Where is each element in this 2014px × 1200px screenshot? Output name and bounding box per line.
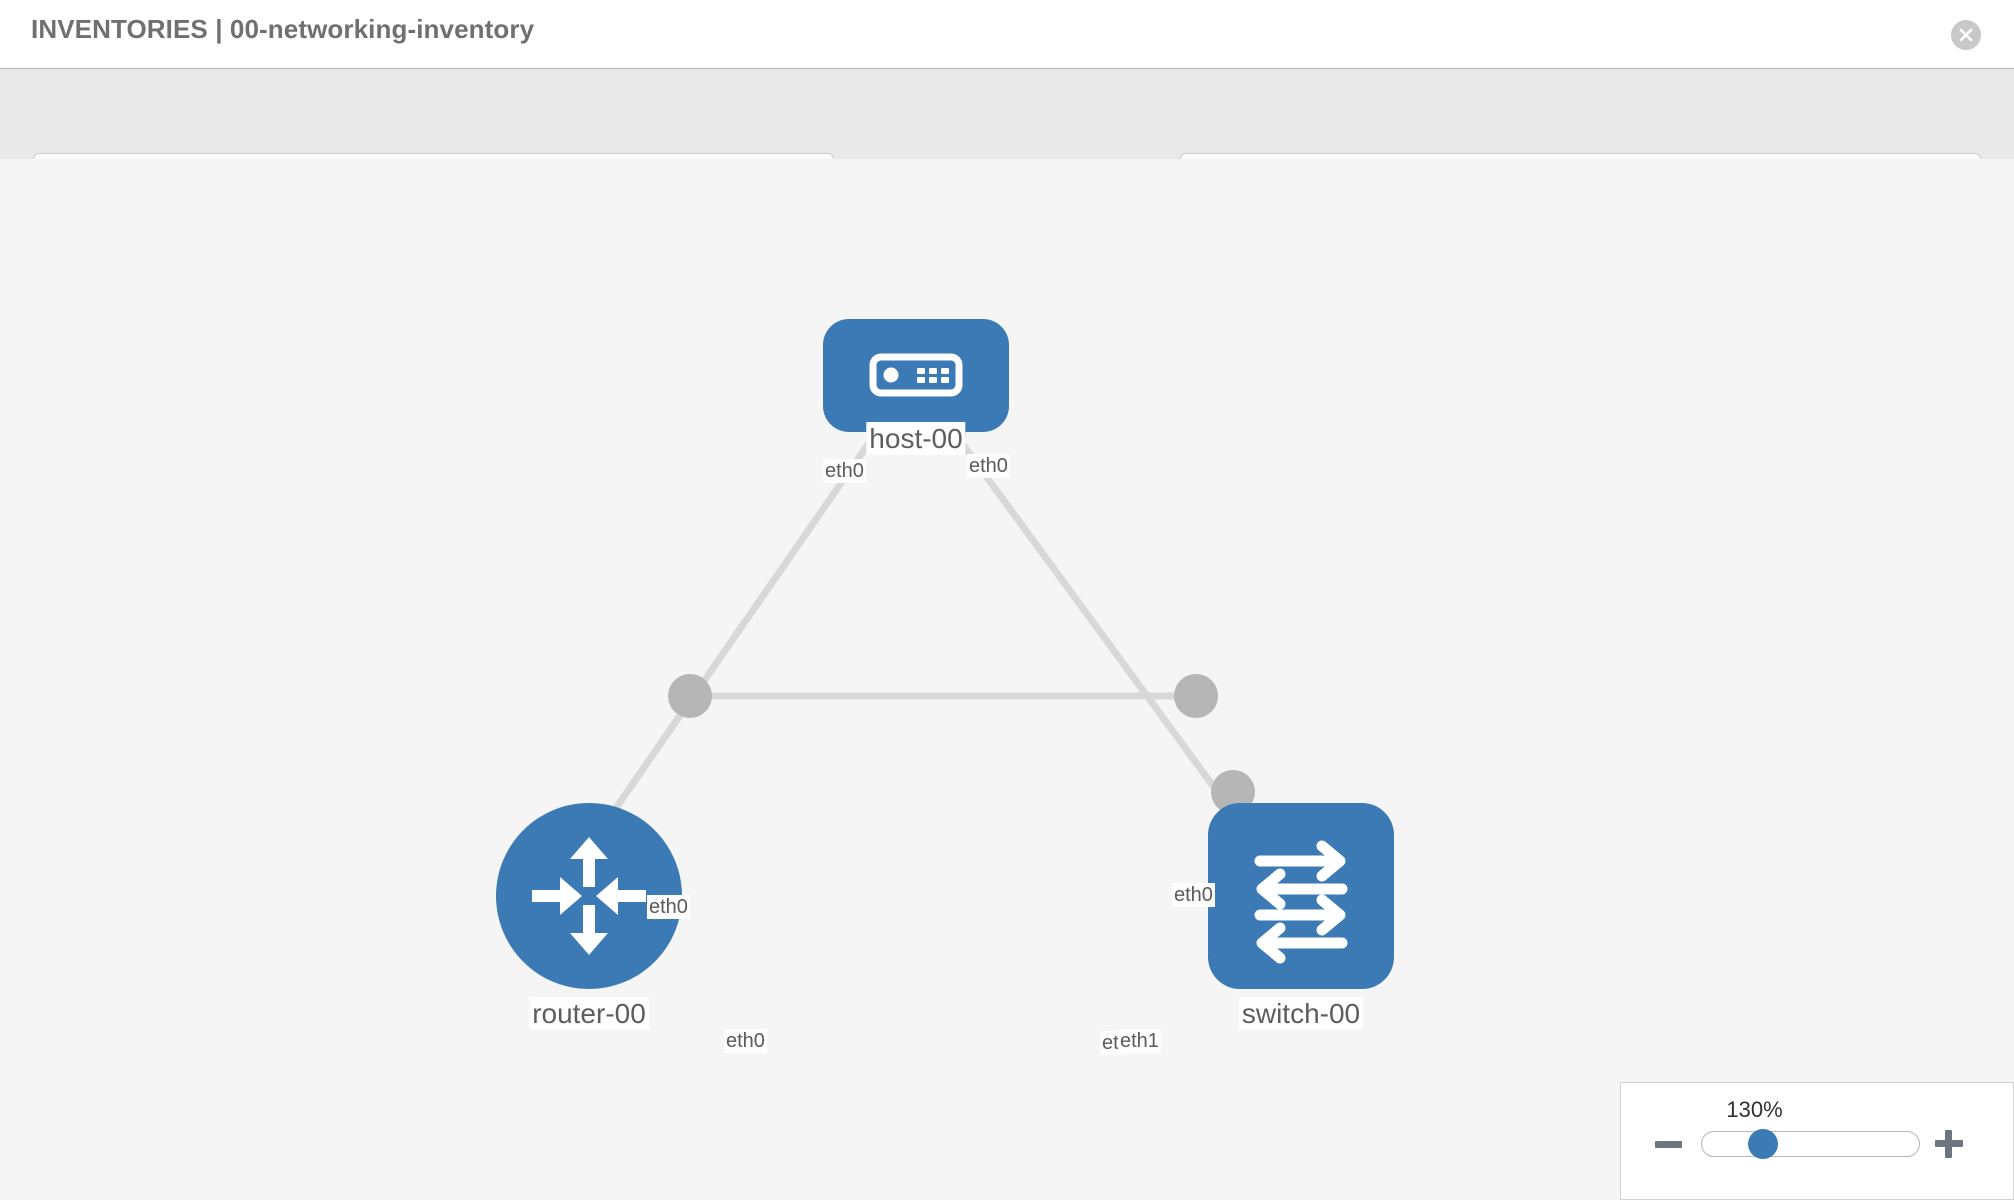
node-host-00-shape — [823, 319, 1009, 432]
socket-switch-left — [1174, 674, 1218, 718]
iface-label-router-right[interactable]: eth0 — [724, 1029, 767, 1053]
link-host-switch — [947, 424, 1249, 834]
plus-icon[interactable] — [1935, 1130, 1963, 1158]
zoom-control: 130% — [1620, 1082, 2014, 1200]
page-title: INVENTORIES | 00-networking-inventory — [31, 14, 535, 44]
toolbar: ACTIONS SEARCH — [0, 69, 2014, 210]
node-switch-00[interactable]: switch-00 — [1208, 803, 1394, 1031]
minus-icon[interactable] — [1655, 1141, 1682, 1148]
topology-links — [597, 410, 1255, 834]
router-arrows-icon — [532, 837, 646, 955]
node-router-00-label: router-00 — [529, 997, 649, 1031]
zoom-slider-track[interactable] — [1701, 1131, 1920, 1157]
interface-sockets — [668, 410, 1255, 814]
iface-label-host-right[interactable]: eth0 — [967, 454, 1010, 478]
close-icon[interactable] — [1951, 20, 1981, 50]
topology-canvas[interactable]: host-00 router-00 — [0, 159, 2014, 1200]
node-switch-00-label: switch-00 — [1238, 997, 1364, 1031]
node-host-00[interactable]: host-00 — [823, 319, 1009, 456]
server-icon — [869, 353, 963, 397]
zoom-slider-thumb[interactable] — [1748, 1129, 1778, 1159]
socket-router-right — [668, 674, 712, 718]
zoom-percentage-label: 130% — [1726, 1097, 1783, 1122]
node-host-00-label: host-00 — [866, 422, 966, 456]
link-host-router — [597, 425, 883, 833]
iface-label-switch-up[interactable]: eth0 — [1172, 883, 1215, 907]
iface-label-router-up[interactable]: eth0 — [647, 895, 690, 919]
iface-label-switch-left-b[interactable]: eth1 — [1118, 1029, 1161, 1053]
node-router-00[interactable]: router-00 — [496, 803, 682, 1031]
iface-label-host-left[interactable]: eth0 — [823, 459, 866, 483]
switch-arrows-icon — [1254, 840, 1348, 964]
node-switch-00-shape — [1208, 803, 1394, 989]
page-header: INVENTORIES | 00-networking-inventory — [0, 0, 2014, 69]
